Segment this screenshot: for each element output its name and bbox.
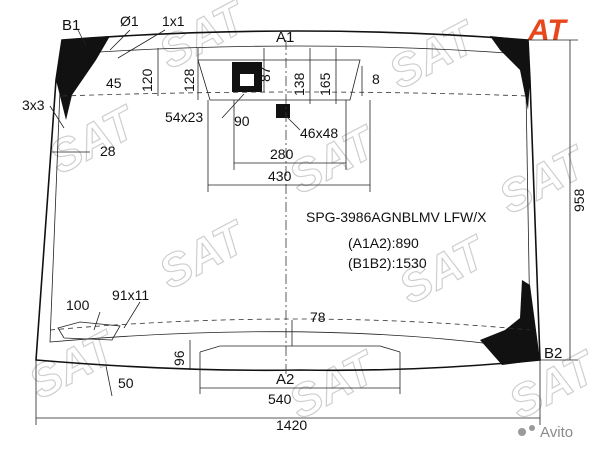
point-b1-label: B1 <box>62 17 80 34</box>
dim-100: 100 <box>66 297 90 313</box>
dim-50: 50 <box>118 375 134 391</box>
dim-120: 120 <box>139 68 155 92</box>
dim-8: 8 <box>372 71 380 87</box>
dim-165: 165 <box>317 72 333 96</box>
black-fill-top-right <box>490 36 530 110</box>
avito-icon <box>529 425 535 431</box>
b1b2-value: (B1B2):1530 <box>348 255 427 271</box>
dim-91x11: 91x11 <box>112 287 149 303</box>
point-b2-label: B2 <box>544 345 562 362</box>
rain-strip <box>57 321 121 341</box>
watermark: SAT <box>40 94 146 183</box>
dim-1420: 1420 <box>276 417 307 433</box>
guide-line-top <box>61 91 529 97</box>
dim-958: 958 <box>571 188 587 212</box>
brand-logo: AT <box>527 14 568 47</box>
sensor-square <box>276 104 290 118</box>
watermark: SAT <box>150 209 256 298</box>
a1a2-value: (A1A2):890 <box>348 235 419 251</box>
dim-430: 430 <box>268 168 292 184</box>
dim-280: 280 <box>270 146 294 162</box>
dim-54x23: 54x23 <box>165 109 203 125</box>
part-number: SPG-3986AGNBLMV LFW/X <box>306 209 487 225</box>
dim-128: 128 <box>181 68 197 92</box>
avito-icon <box>518 428 526 436</box>
dim-28: 28 <box>100 143 116 159</box>
dim-87: 87 <box>257 66 273 82</box>
dim-96: 96 <box>171 350 187 366</box>
logo-text: AT <box>527 14 568 47</box>
black-fill-bottom-right <box>480 280 540 365</box>
dim-45: 45 <box>106 75 122 91</box>
avito-badge: Avito <box>518 424 573 441</box>
dimension-lines <box>35 29 578 425</box>
mirror-area-outline <box>197 59 361 101</box>
dim-138: 138 <box>291 72 307 96</box>
point-a2-label: A2 <box>276 371 294 388</box>
guide-line-bottom <box>49 318 531 331</box>
dim-540: 540 <box>268 391 292 407</box>
dim-diameter-1: Ø1 <box>120 13 139 29</box>
dim-3x3: 3x3 <box>22 97 45 113</box>
dim-46x48: 46x48 <box>300 125 338 141</box>
bottom-notch <box>199 345 401 353</box>
black-fill-top-left <box>56 36 110 120</box>
dim-1x1: 1x1 <box>162 13 185 29</box>
watermark: SAT <box>280 339 386 428</box>
avito-text: Avito <box>540 424 573 441</box>
mirror-mount-inner <box>240 74 254 86</box>
glass-outline <box>35 30 541 372</box>
watermark: SAT <box>380 9 486 98</box>
point-a1-label: A1 <box>276 29 294 46</box>
dim-90: 90 <box>234 113 250 129</box>
dim-78: 78 <box>310 309 326 325</box>
